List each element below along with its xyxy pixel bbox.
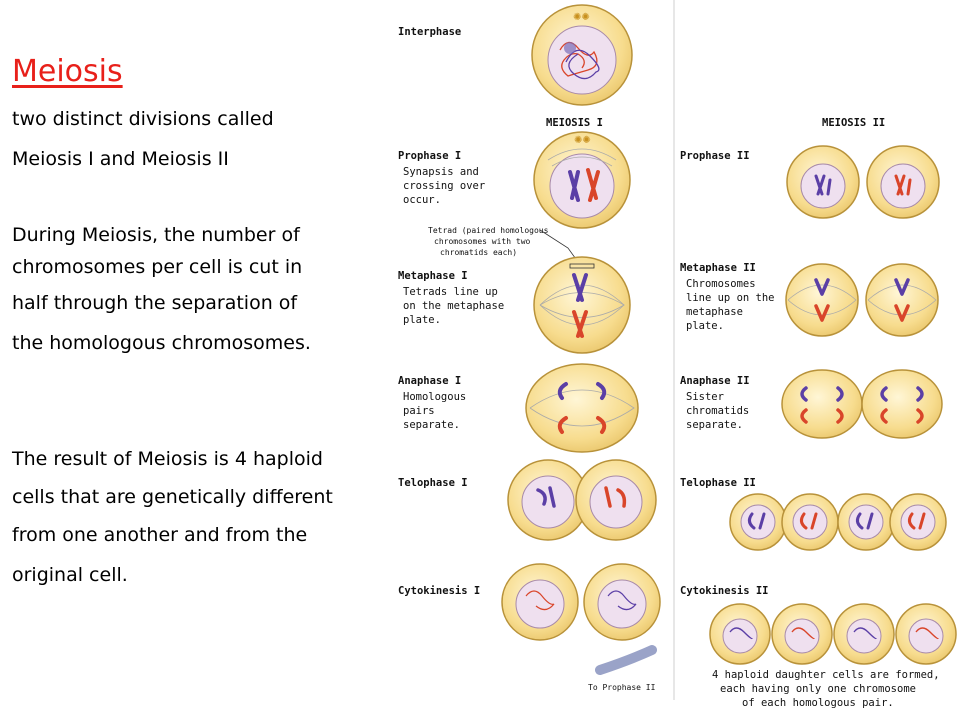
svg-text:✺✺: ✺✺ [573,12,590,23]
to-prophase-ii-label: To Prophase II [588,683,656,692]
anaphase-ii-cells [781,369,943,439]
text-line: two distinct divisions called [12,108,274,130]
text-panel: Meiosis two distinct divisions called Me… [0,0,380,720]
text-line: chromosomes per cell is cut in [12,256,303,278]
tetrad-note: chromatids each) [440,248,517,257]
tetrad-note: Tetrad (paired homologous [428,226,549,235]
text-line: During Meiosis, the number of [12,224,300,246]
cytokinesis-i-cells [501,563,661,641]
metaphase-ii-desc: line up on the [686,292,775,304]
prophase-i-desc: Synapsis and [403,166,479,178]
anaphase-i-label: Anaphase I [398,375,461,387]
tetrad-note: chromosomes with two [434,237,531,246]
text-line: original cell. [12,564,128,586]
meiosis-ii-header: MEIOSIS II [822,117,885,129]
cytokinesis-i-label: Cytokinesis I [398,585,480,597]
anaphase-ii-desc: Sister [686,391,724,403]
text-line: from one another and from the [12,524,308,546]
anaphase-i-desc: pairs [403,405,435,417]
prophase-i-label: Prophase I [398,150,461,162]
text-line: The result of Meiosis is 4 haploid [12,448,323,470]
text-line: cells that are genetically different [12,486,333,508]
anaphase-ii-label: Anaphase II [680,375,750,387]
svg-text:✺✺: ✺✺ [574,135,591,146]
final-note: each having only one chromosome [720,683,916,695]
final-note: 4 haploid daughter cells are formed, [712,669,940,681]
slide-title: Meiosis [12,54,123,89]
text-line: the homologous chromosomes. [12,332,311,354]
anaphase-ii-desc: separate. [686,419,743,431]
metaphase-ii-desc: plate. [686,320,724,332]
metaphase-i-desc: plate. [403,314,441,326]
telophase-ii-cells [729,493,947,551]
interphase-cell: ✺✺ [531,4,633,106]
metaphase-i-desc: on the metaphase [403,300,504,312]
interphase-label: Interphase [398,26,461,38]
metaphase-i-label: Metaphase I [398,270,468,282]
anaphase-i-cell [525,363,639,453]
meiosis-diagram: Interphase MEIOSIS I MEIOSIS II ✺✺ Proph… [398,0,957,709]
anaphase-i-desc: Homologous [403,391,466,403]
prophase-ii-cells [786,145,940,219]
metaphase-i-cell [533,256,631,354]
metaphase-ii-desc: Chromosomes [686,278,756,290]
anaphase-i-desc: separate. [403,419,460,431]
anaphase-ii-desc: chromatids [686,405,749,417]
prophase-i-desc: occur. [403,194,441,206]
cytokinesis-ii-label: Cytokinesis II [680,585,769,597]
telophase-i-cell [507,459,657,541]
cytokinesis-ii-cells [709,603,957,665]
metaphase-ii-cells [785,263,939,337]
final-note: of each homologous pair. [742,697,894,709]
telophase-i-label: Telophase I [398,477,468,489]
text-line: half through the separation of [12,292,298,314]
metaphase-i-desc: Tetrads line up [403,286,498,298]
prophase-i-desc: crossing over [403,180,485,192]
telophase-ii-label: Telophase II [680,477,756,489]
arrow-icon [595,645,657,675]
metaphase-ii-desc: metaphase [686,306,743,318]
text-line: Meiosis I and Meiosis II [12,148,229,170]
meiosis-i-header: MEIOSIS I [546,117,603,129]
metaphase-ii-label: Metaphase II [680,262,756,274]
prophase-ii-label: Prophase II [680,150,750,162]
prophase-i-cell: ✺✺ [533,131,631,229]
